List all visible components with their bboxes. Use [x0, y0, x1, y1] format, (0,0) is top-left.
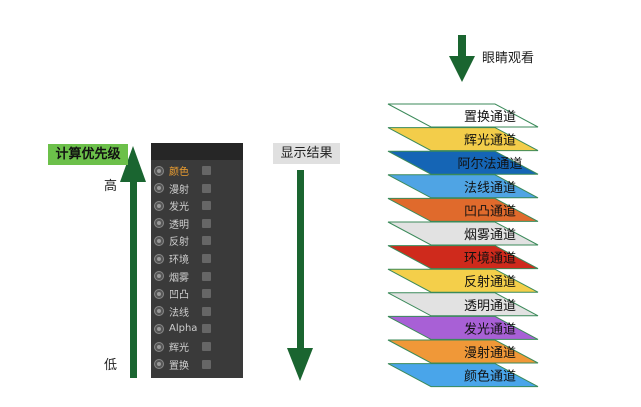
channel-layer: 凹凸通道 — [387, 197, 539, 222]
channel-row-label: 漫射 — [169, 184, 189, 196]
low-label: 低 — [104, 358, 118, 373]
channel-row-label: 透明 — [169, 219, 189, 231]
layer-label: 凹凸通道 — [464, 204, 516, 219]
channel-layer: 发光通道 — [387, 315, 539, 340]
layer-shape — [387, 363, 539, 388]
channel-layer: 辉光通道 — [387, 127, 539, 152]
radio-icon[interactable] — [154, 271, 164, 282]
checkbox[interactable] — [202, 289, 211, 299]
result-down-arrow — [287, 170, 313, 381]
channel-row[interactable]: 颜色 — [154, 162, 211, 179]
checkbox[interactable] — [202, 271, 211, 281]
channel-row-label: 凹凸 — [169, 290, 189, 302]
checkbox[interactable] — [202, 254, 211, 263]
channel-row[interactable]: 反射 — [154, 232, 211, 249]
channel-layer: 漫射通道 — [387, 339, 539, 364]
layer-label: 置换通道 — [464, 110, 516, 125]
channel-layer: 置换通道 — [387, 103, 539, 128]
radio-icon[interactable] — [154, 218, 164, 229]
view-down-arrow — [449, 35, 475, 82]
layer-shape — [387, 245, 539, 270]
layer-label: 反射通道 — [464, 274, 516, 290]
checkbox[interactable] — [202, 306, 211, 316]
channel-row-label: Alpha — [169, 323, 198, 335]
checkbox[interactable] — [202, 166, 211, 175]
channel-row[interactable]: 环境 — [154, 250, 211, 267]
layer-shape — [387, 339, 539, 364]
result-label: 显示结果 — [273, 143, 340, 164]
channel-row-label: 环境 — [169, 255, 189, 266]
panel-header — [151, 143, 243, 160]
radio-icon[interactable] — [154, 341, 164, 352]
layer-shape — [387, 127, 539, 152]
priority-up-arrow — [120, 146, 146, 378]
channel-row-label: 烟雾 — [169, 272, 189, 284]
channel-row[interactable]: 发光 — [154, 197, 211, 214]
radio-icon[interactable] — [154, 288, 164, 299]
channel-row[interactable]: Alpha — [154, 320, 211, 337]
layer-label: 漫射通道 — [464, 345, 516, 361]
layer-label: 法线通道 — [464, 181, 516, 196]
layer-label: 环境通道 — [464, 252, 516, 267]
layer-label: 发光通道 — [464, 321, 516, 337]
radio-icon[interactable] — [154, 165, 164, 176]
channel-row[interactable]: 辉光 — [154, 338, 211, 355]
layer-label: 辉光通道 — [464, 134, 516, 149]
channel-row[interactable]: 烟雾 — [154, 268, 211, 285]
channel-layer: 透明通道 — [387, 292, 539, 317]
layer-shape — [387, 103, 539, 128]
layer-label: 阿尔法通道 — [457, 157, 522, 172]
channel-layer: 法线通道 — [387, 174, 539, 199]
layer-shape — [387, 292, 539, 317]
radio-icon[interactable] — [154, 359, 164, 370]
radio-icon[interactable] — [154, 200, 164, 211]
checkbox[interactable] — [202, 324, 211, 334]
checkbox[interactable] — [202, 359, 211, 369]
channel-row-label: 法线 — [169, 307, 189, 319]
layer-label: 颜色通道 — [464, 369, 516, 385]
view-label: 眼睛观看 — [482, 51, 535, 66]
channel-row-label: 置换 — [169, 360, 189, 372]
channel-row[interactable]: 置换 — [154, 356, 211, 373]
channel-layer: 反射通道 — [387, 268, 539, 293]
channel-row-label: 反射 — [169, 237, 189, 249]
channel-panel: 颜色漫射发光透明反射环境烟雾凹凸法线 Alpha 辉光置换 — [151, 143, 243, 378]
layer-shape — [387, 221, 539, 246]
channel-row[interactable]: 漫射 — [154, 180, 211, 197]
channel-row[interactable]: 凹凸 — [154, 285, 211, 302]
layer-label: 透明通道 — [464, 299, 516, 314]
checkbox[interactable] — [202, 342, 211, 351]
channel-layer: 环境通道 — [387, 245, 539, 270]
channel-layer: 烟雾通道 — [387, 221, 539, 246]
layer-shape — [387, 268, 539, 293]
layer-label: 烟雾通道 — [464, 228, 516, 243]
high-label: 高 — [104, 179, 118, 194]
layer-shape — [387, 315, 539, 340]
layer-shape — [387, 150, 539, 175]
checkbox[interactable] — [202, 183, 211, 193]
checkbox[interactable] — [202, 201, 211, 211]
channel-row-label: 颜色 — [169, 167, 189, 178]
layer-shape — [387, 197, 539, 222]
checkbox[interactable] — [202, 218, 211, 228]
radio-icon[interactable] — [154, 235, 164, 246]
channel-row-label: 发光 — [169, 202, 189, 214]
checkbox[interactable] — [202, 236, 211, 246]
radio-icon[interactable] — [154, 323, 164, 334]
channel-layer: 阿尔法通道 — [387, 150, 539, 175]
channel-layer: 颜色通道 — [387, 363, 539, 388]
priority-label: 计算优先级 — [48, 144, 128, 165]
radio-icon[interactable] — [154, 183, 164, 194]
layer-shape — [387, 174, 539, 199]
radio-icon[interactable] — [154, 306, 164, 317]
channel-row-label: 辉光 — [169, 343, 189, 354]
channel-row[interactable]: 透明 — [154, 215, 211, 232]
radio-icon[interactable] — [154, 253, 164, 264]
channel-row[interactable]: 法线 — [154, 303, 211, 320]
channel-layer-stack: 颜色通道 漫射通道 发光通道 透明通道 反射通道 环境通道 烟雾通道 凹凸通道 法线通道 阿尔法通… — [387, 103, 539, 388]
